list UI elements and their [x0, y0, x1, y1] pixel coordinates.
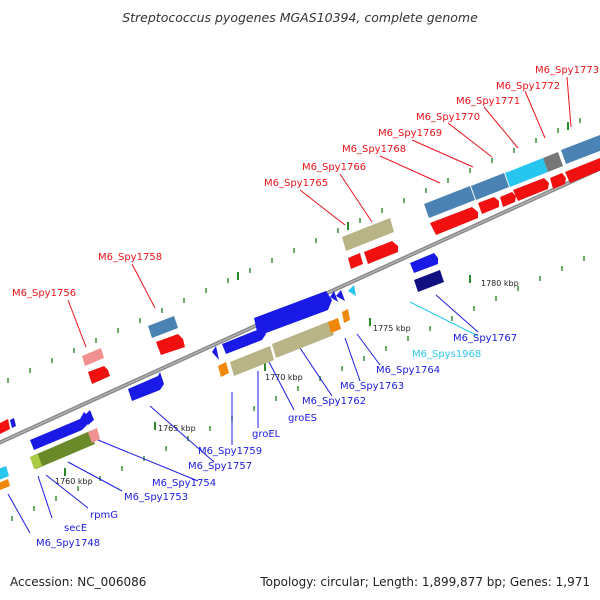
label-groES[interactable]: groES [288, 413, 317, 424]
scale-label-1780: 1780 kbp [481, 279, 519, 288]
label-m6-spys1968[interactable]: M6_Spys1968 [412, 349, 481, 360]
label-m6-spy1765[interactable]: M6_Spy1765 [264, 178, 328, 189]
feature-spy1773-steel [561, 135, 600, 164]
accession-text: Accession: NC_006086 [10, 575, 146, 589]
feature-navy [414, 270, 444, 292]
feature-spy1758-steel [148, 316, 178, 338]
feature-left-cyan [0, 466, 9, 480]
feature-red-a [430, 207, 478, 235]
label-m6-spy1756[interactable]: M6_Spy1756 [12, 288, 76, 299]
label-groEL[interactable]: groEL [252, 429, 281, 440]
features-lower [0, 253, 444, 491]
feature-orange-1759 [218, 362, 229, 377]
label-m6-spy1762[interactable]: M6_Spy1762 [302, 396, 366, 407]
topology-text: Topology: circular; Length: 1,899,877 bp… [259, 575, 590, 589]
feature-groES [230, 346, 274, 376]
feature-spys1968 [348, 285, 356, 296]
label-m6-spy1757[interactable]: M6_Spy1757 [188, 461, 252, 472]
label-m6-spy1772[interactable]: M6_Spy1772 [496, 81, 560, 92]
feature-red-f [565, 158, 600, 183]
label-m6-spy1764[interactable]: M6_Spy1764 [376, 365, 440, 376]
feature-spy1764-arrow [336, 290, 345, 301]
tick-track-lower [11, 256, 585, 521]
scale-label-1765: 1765 kbp [158, 424, 196, 433]
label-secE[interactable]: secE [64, 523, 87, 534]
label-m6-spy1773[interactable]: M6_Spy1773 [535, 65, 599, 76]
feature-red-d [513, 178, 549, 201]
feature-olive [30, 431, 95, 469]
scale-label-1760: 1760 kbp [55, 477, 93, 486]
label-m6-spy1763[interactable]: M6_Spy1763 [340, 381, 404, 392]
label-m6-spy1769[interactable]: M6_Spy1769 [378, 128, 442, 139]
feature-blue-1753 [30, 412, 92, 450]
labels-top: M6_Spy1756 M6_Spy1758 M6_Spy1765 M6_Spy1… [12, 65, 599, 299]
feature-spy1766-red [364, 241, 398, 264]
feature-orange-1763 [342, 309, 350, 323]
label-m6-spy1767[interactable]: M6_Spy1767 [453, 333, 517, 344]
feature-red-b [478, 197, 499, 214]
feature-blue-small-1 [84, 410, 94, 425]
feature-spy1768-steel [424, 186, 475, 218]
scale-label-1775: 1775 kbp [373, 324, 411, 333]
feature-spy1758-red [156, 334, 185, 355]
feature-left-red-cut [0, 419, 10, 434]
label-rpmG[interactable]: rpmG [90, 510, 118, 521]
feature-rpmG [30, 454, 42, 469]
feature-spy1757 [128, 372, 164, 401]
feature-orange-groEL [328, 318, 341, 333]
feature-spy1765-khaki [342, 218, 394, 251]
feature-red-e [550, 173, 566, 189]
label-m6-spy1771[interactable]: M6_Spy1771 [456, 96, 520, 107]
label-m6-spy1766[interactable]: M6_Spy1766 [302, 162, 366, 173]
feature-pink-small [88, 428, 100, 443]
label-m6-spy1748[interactable]: M6_Spy1748 [36, 538, 100, 549]
label-m6-spy1759[interactable]: M6_Spy1759 [198, 446, 262, 457]
feature-blue-left-stub [10, 418, 16, 428]
label-m6-spy1770[interactable]: M6_Spy1770 [416, 112, 480, 123]
label-m6-spy1758[interactable]: M6_Spy1758 [98, 252, 162, 263]
feature-spy1756-pink [82, 348, 104, 366]
feature-groEL [272, 321, 334, 358]
feature-red-c [500, 192, 516, 207]
feature-spy1759-arrow [212, 346, 219, 360]
label-m6-spy1753[interactable]: M6_Spy1753 [124, 492, 188, 503]
label-m6-spy1754[interactable]: M6_Spy1754 [152, 478, 216, 489]
labels-bottom: M6_Spy1748 secE rpmG M6_Spy1753 M6_Spy17… [36, 333, 517, 549]
feature-spy1772-gray [543, 152, 563, 172]
feature-spy1763-arrow [330, 291, 338, 302]
feature-spy1756-red [88, 366, 110, 384]
feature-spy1769-steel [471, 173, 509, 200]
label-m6-spy1768[interactable]: M6_Spy1768 [342, 144, 406, 155]
features-upper [0, 135, 600, 434]
feature-spy1767 [410, 253, 438, 273]
tick-track-upper [7, 118, 581, 383]
feature-spy1759 [222, 328, 266, 354]
scale-label-1770: 1770 kbp [265, 373, 303, 382]
feature-spy1765-red [348, 253, 363, 269]
feature-left-orange [0, 479, 10, 491]
feature-spy1771-cyan [505, 158, 548, 187]
feature-spy1762 [254, 291, 332, 336]
leader-lines-top [67, 76, 572, 348]
leader-lines-bottom [7, 294, 479, 534]
map-title: Streptococcus pyogenes MGAS10394, comple… [122, 10, 478, 25]
